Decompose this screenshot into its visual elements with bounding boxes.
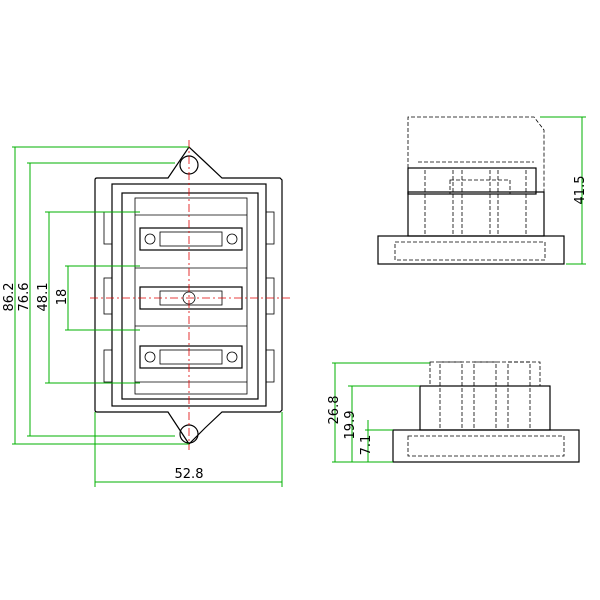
left-tab-2	[103, 277, 113, 315]
side-upper-body	[407, 167, 537, 195]
dim-front-base: 7.1	[359, 435, 374, 456]
dim-front-total: 26.8	[327, 396, 342, 425]
dim-width: 52.8	[175, 467, 204, 482]
dim-row-pitch: 18	[55, 289, 70, 306]
left-tab-3	[103, 349, 113, 383]
side-cover	[407, 116, 545, 192]
dim-overall-height: 86.2	[2, 283, 17, 312]
front-top-cover	[429, 361, 541, 387]
left-tab-1	[103, 211, 113, 245]
fuse-slot-3	[139, 345, 243, 369]
front-view	[392, 361, 580, 463]
dim-inner-height: 76.6	[17, 283, 32, 312]
plan-cavity	[134, 197, 248, 395]
dim-side-height: 41.5	[573, 176, 588, 205]
plan-flange-outline	[94, 146, 283, 445]
side-view	[377, 116, 565, 265]
plan-dimensions	[12, 146, 283, 487]
front-dimensions	[332, 362, 430, 463]
dim-front-mid: 19.9	[343, 411, 358, 440]
plan-view	[90, 140, 290, 450]
right-tab-2	[265, 277, 275, 315]
plan-body-inner	[121, 192, 259, 400]
side-hidden-details	[394, 167, 546, 261]
front-upper-body	[419, 385, 551, 431]
right-tab-1	[265, 211, 275, 245]
front-hidden-details	[407, 361, 565, 457]
fuse-slot-1	[139, 227, 243, 251]
front-base-flange	[392, 429, 580, 463]
dim-row-span: 48.1	[36, 283, 51, 312]
side-mid-body	[407, 191, 545, 237]
side-dimensions	[540, 116, 586, 265]
right-tab-3	[265, 349, 275, 383]
